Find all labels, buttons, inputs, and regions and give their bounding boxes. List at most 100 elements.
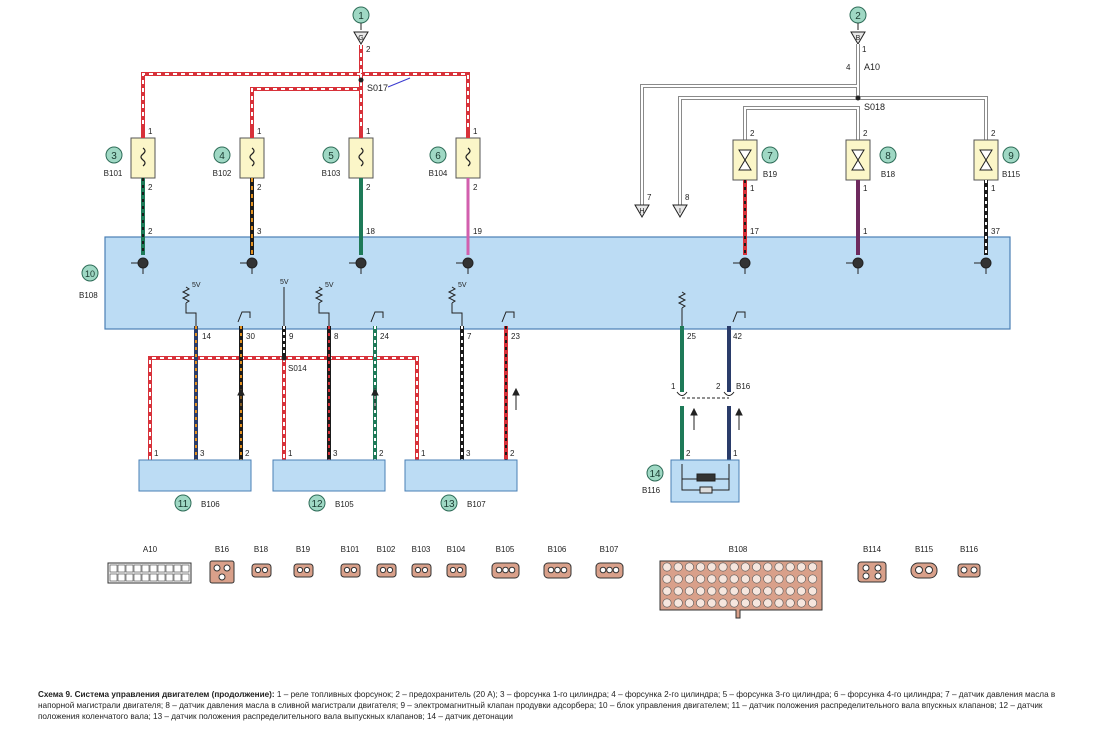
pin-cell [785, 598, 795, 608]
b101-pin1: 1 [148, 127, 153, 136]
label-ecu-b108: B108 [79, 291, 98, 300]
callout-5 [322, 146, 340, 164]
pin-cell [673, 586, 683, 596]
pin-cell [707, 574, 717, 584]
pin-cell [808, 598, 818, 608]
fuse-b-icon [850, 31, 866, 45]
arrow-up-icon [512, 387, 520, 396]
callout-3-number: 3 [111, 151, 117, 162]
pin-cell [181, 564, 190, 573]
coil-icon [358, 147, 364, 167]
pinout-b18 [251, 563, 272, 578]
splice-s018 [855, 95, 861, 101]
pinout-a10-label: A10 [143, 545, 158, 554]
sensor-b106-box [138, 459, 252, 492]
pin-cell [707, 562, 717, 572]
grey-harness [640, 44, 988, 205]
fuse-b-label: B [856, 35, 861, 42]
b102-pin1: 1 [257, 127, 262, 136]
ref-h-pin: 7 [647, 193, 652, 202]
label-b19: B19 [763, 170, 778, 179]
pinout-b101-label: B101 [341, 545, 360, 554]
fuse-g-pin: 2 [366, 45, 371, 54]
b16-pin1: 1 [671, 382, 676, 391]
label-b106: B106 [201, 500, 220, 509]
pin-cell [149, 564, 158, 573]
pin-cell [673, 562, 683, 572]
b103-pin2: 2 [366, 183, 371, 192]
pinout-b102-label: B102 [377, 545, 396, 554]
callout-11 [174, 494, 192, 512]
pin-cell [173, 564, 182, 573]
ref-i-icon [672, 204, 688, 218]
pin-cell [808, 562, 818, 572]
pin-cell [165, 564, 174, 573]
pin-cell [125, 573, 134, 582]
supply-5v-label: 5V [458, 282, 467, 289]
pullup-resistor-icon [677, 291, 687, 326]
pin-cell [796, 574, 806, 584]
callout-14 [646, 464, 664, 482]
caption-title: Схема 9. Система управления двигателем (… [38, 690, 275, 699]
pinout-b107-label: B107 [600, 545, 619, 554]
ecu-pin-25: 25 [687, 332, 696, 341]
sensor-b107-box [404, 459, 518, 492]
pin-cell [696, 574, 706, 584]
callout-5-number: 5 [328, 151, 334, 162]
label-b105: B105 [335, 500, 354, 509]
b18-pin2: 2 [863, 129, 868, 138]
pinout-b104 [446, 563, 467, 578]
callout-2-number: 2 [855, 11, 861, 22]
pinout-b116-label: B116 [960, 545, 979, 554]
b106-pin2: 2 [245, 449, 250, 458]
pin-cell [785, 586, 795, 596]
pinout-b107 [595, 562, 624, 579]
pin-cell [662, 586, 672, 596]
a10-splice-label: A10 [864, 62, 880, 72]
pin-cell [752, 562, 762, 572]
pin-cell [774, 586, 784, 596]
pin-cell [133, 573, 142, 582]
pullup-resistor-icon [447, 286, 463, 326]
pinout-b105 [491, 562, 520, 579]
b106-pin3: 3 [200, 449, 205, 458]
valve-icon [851, 149, 865, 171]
pin-cell [165, 573, 174, 582]
b104-pin1: 1 [473, 127, 478, 136]
ecu-pin-18: 18 [366, 227, 375, 236]
label-b102: B102 [213, 169, 232, 178]
caption-text: 1 – реле топливных форсунок; 2 – предохр… [38, 690, 1056, 721]
pin-cell [785, 574, 795, 584]
fuse-g-label: G [358, 35, 363, 42]
b102-pin2: 2 [257, 183, 262, 192]
ecu-pin-19: 19 [473, 227, 482, 236]
pin-cell [141, 564, 150, 573]
callout-6-number: 6 [435, 151, 441, 162]
callout-8 [879, 146, 897, 164]
pin-cell [740, 562, 750, 572]
pin-cell [774, 574, 784, 584]
ecu-pin-42: 42 [733, 332, 742, 341]
pin-cell [673, 598, 683, 608]
pin-cell [181, 573, 190, 582]
pin-cell [718, 598, 728, 608]
callout-12 [308, 494, 326, 512]
label-b18: B18 [881, 170, 896, 179]
injector-b104 [455, 137, 481, 179]
transistor-icon [137, 257, 149, 269]
pin-cell [662, 598, 672, 608]
pin-cell [117, 573, 126, 582]
pin-cell [149, 573, 158, 582]
ecu-pin-8: 8 [334, 332, 339, 341]
pinout-a10 [107, 562, 192, 584]
transistor-icon [852, 257, 864, 269]
pin-cell [696, 598, 706, 608]
callout-11-number: 11 [178, 499, 189, 510]
signal-input-icon [501, 311, 515, 323]
callout-6 [429, 146, 447, 164]
pin-cell [662, 574, 672, 584]
supply-5v-label: 5V [192, 282, 201, 289]
pin-cell [718, 586, 728, 596]
injector-b103 [348, 137, 374, 179]
